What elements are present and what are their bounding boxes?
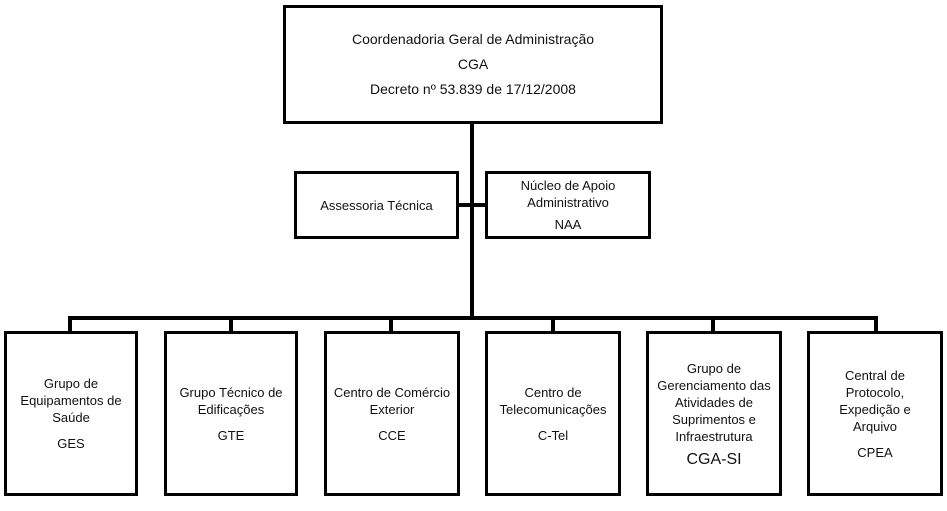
unit-drop-line [229,316,233,334]
staff-box-assessoria-tecnica: Assessoria Técnica [294,171,459,239]
unit-box-cpea: Central de Protocolo, Expedição e Arquiv… [807,331,943,496]
unit-name: Grupo de [43,376,99,391]
unit-name: Grupo de [686,360,742,376]
unit-abbr: CGA-SI [686,450,742,468]
unit-abbr: CCE [378,427,406,443]
unit-name: Exterior [369,401,415,417]
unit-box-ges: Grupo de Equipamentos de Saúde GES [4,331,138,496]
unit-abbr: CPEA [857,444,893,460]
unit-name: Saúde [52,410,90,425]
unit-drop-line [551,316,555,334]
unit-abbr: GTE [217,427,245,443]
unit-box-c-tel: Centro de Telecomunicações C-Tel [485,331,621,496]
root-title: Coordenadoria Geral de Administração [351,31,595,47]
staff-name: Assessoria Técnica [320,197,433,213]
units-bus-line [68,316,878,320]
unit-name: Edificações [197,401,265,417]
staff-name: Administrativo [527,195,609,210]
unit-box-cce: Centro de Comércio Exterior CCE [324,331,460,496]
unit-name: Infraestrutura [675,428,753,444]
unit-name: Atividades de [674,394,754,410]
staff-abbr: NAA [554,217,582,232]
unit-box-cga-si: Grupo de Gerenciamento das Atividades de… [646,331,782,496]
unit-box-gte: Grupo Técnico de Edificações GTE [164,331,298,496]
unit-name: Centro de Comércio [333,384,451,400]
root-decree: Decreto nº 53.839 de 17/12/2008 [370,81,576,97]
unit-name: Gerenciamento das [657,377,771,393]
unit-abbr: GES [57,436,85,451]
unit-abbr: C-Tel [537,427,569,443]
unit-drop-line [874,316,878,334]
unit-name: Arquivo [852,418,898,434]
root-trunk-line [470,120,474,320]
unit-drop-line [711,316,715,334]
unit-name: Grupo Técnico de [179,384,283,400]
unit-name: Expedição e [839,401,911,417]
unit-name: Centro de [524,384,582,400]
unit-name: Telecomunicações [499,401,607,417]
root-abbr: CGA [457,56,489,72]
unit-name: Protocolo, [845,384,905,400]
staff-name: Núcleo de Apoio [520,178,616,193]
unit-name: Central de [845,367,905,383]
unit-name: Suprimentos e [672,411,756,427]
unit-name: Equipamentos de [20,393,122,408]
staff-connector-line [456,203,488,207]
unit-drop-line [68,316,72,334]
root-box-cga: Coordenadoria Geral de Administração CGA… [283,5,663,124]
unit-drop-line [389,316,393,334]
staff-box-naa: Núcleo de Apoio Administrativo NAA [485,171,651,239]
